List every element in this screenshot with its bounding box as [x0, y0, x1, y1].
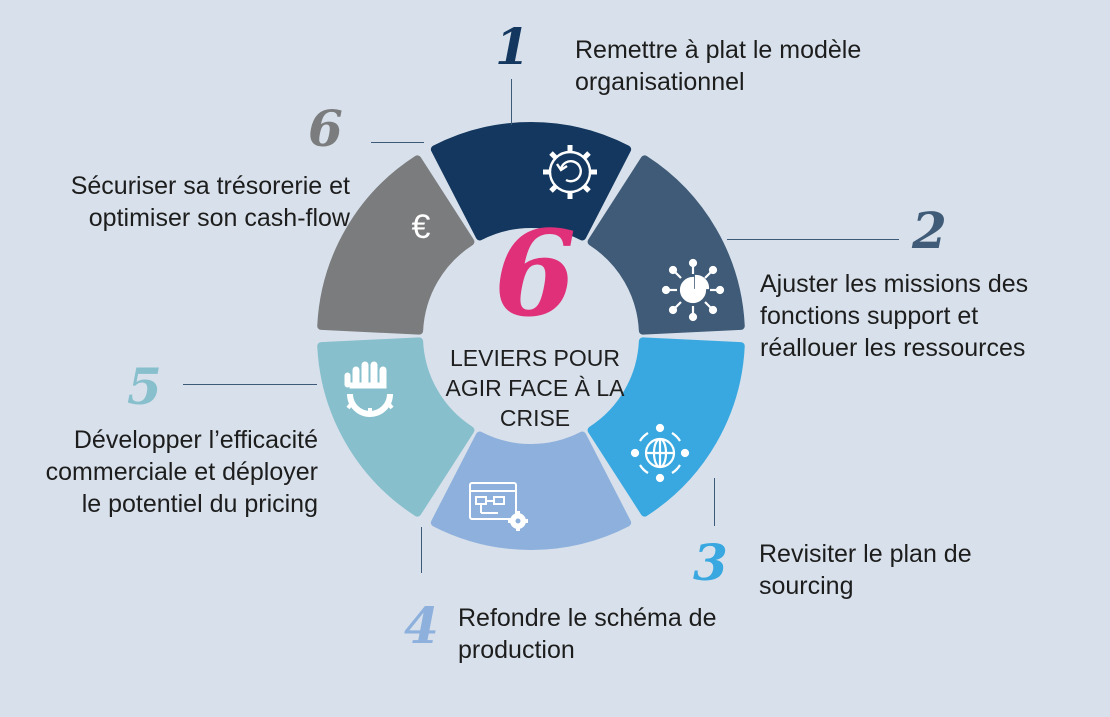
connector-1: [511, 79, 512, 125]
lever-4-label: Refondre le schéma de production: [458, 604, 717, 664]
lever-6-label: Sécuriser sa trésorerie et optimiser son…: [70, 172, 350, 232]
ring-segment-3: [587, 337, 745, 517]
lever-3-label: Revisiter le plan de sourcing: [759, 540, 972, 600]
lever-2-label: Ajuster les missions des fonctions suppo…: [760, 270, 1029, 362]
connector-3: [714, 478, 715, 526]
gear-refresh-icon: [543, 145, 597, 199]
lever-4-number: 4: [404, 596, 439, 655]
center-number: 6: [493, 204, 577, 343]
globe-target-icon: [630, 423, 690, 483]
network-pie-icon: [661, 258, 725, 322]
connector-4: [421, 527, 422, 573]
lever-1-number: 1: [495, 17, 530, 76]
ring-segment-2: [587, 155, 745, 335]
lever-5-label: Développer l’efficacité commerciale et d…: [45, 426, 318, 518]
connector-6: [371, 142, 424, 143]
lever-2-number: 2: [912, 201, 947, 260]
lever-1-label: Remettre à plat le modèle organisationne…: [575, 36, 862, 96]
hand-gear-icon: [344, 361, 394, 417]
lever-3-number: 3: [693, 533, 728, 592]
connector-5: [183, 384, 317, 385]
ring-segment-6: [317, 155, 475, 335]
center-caption: LEVIERS POUR AGIR FACE À LA CRISE: [445, 345, 625, 431]
lever-5-number: 5: [127, 357, 162, 416]
ring-segment-4: [430, 431, 632, 550]
blueprint-gear-icon: [469, 482, 528, 531]
euro-icon: €: [412, 208, 431, 246]
connector-2: [727, 239, 899, 240]
lever-6-number: 6: [308, 99, 343, 158]
